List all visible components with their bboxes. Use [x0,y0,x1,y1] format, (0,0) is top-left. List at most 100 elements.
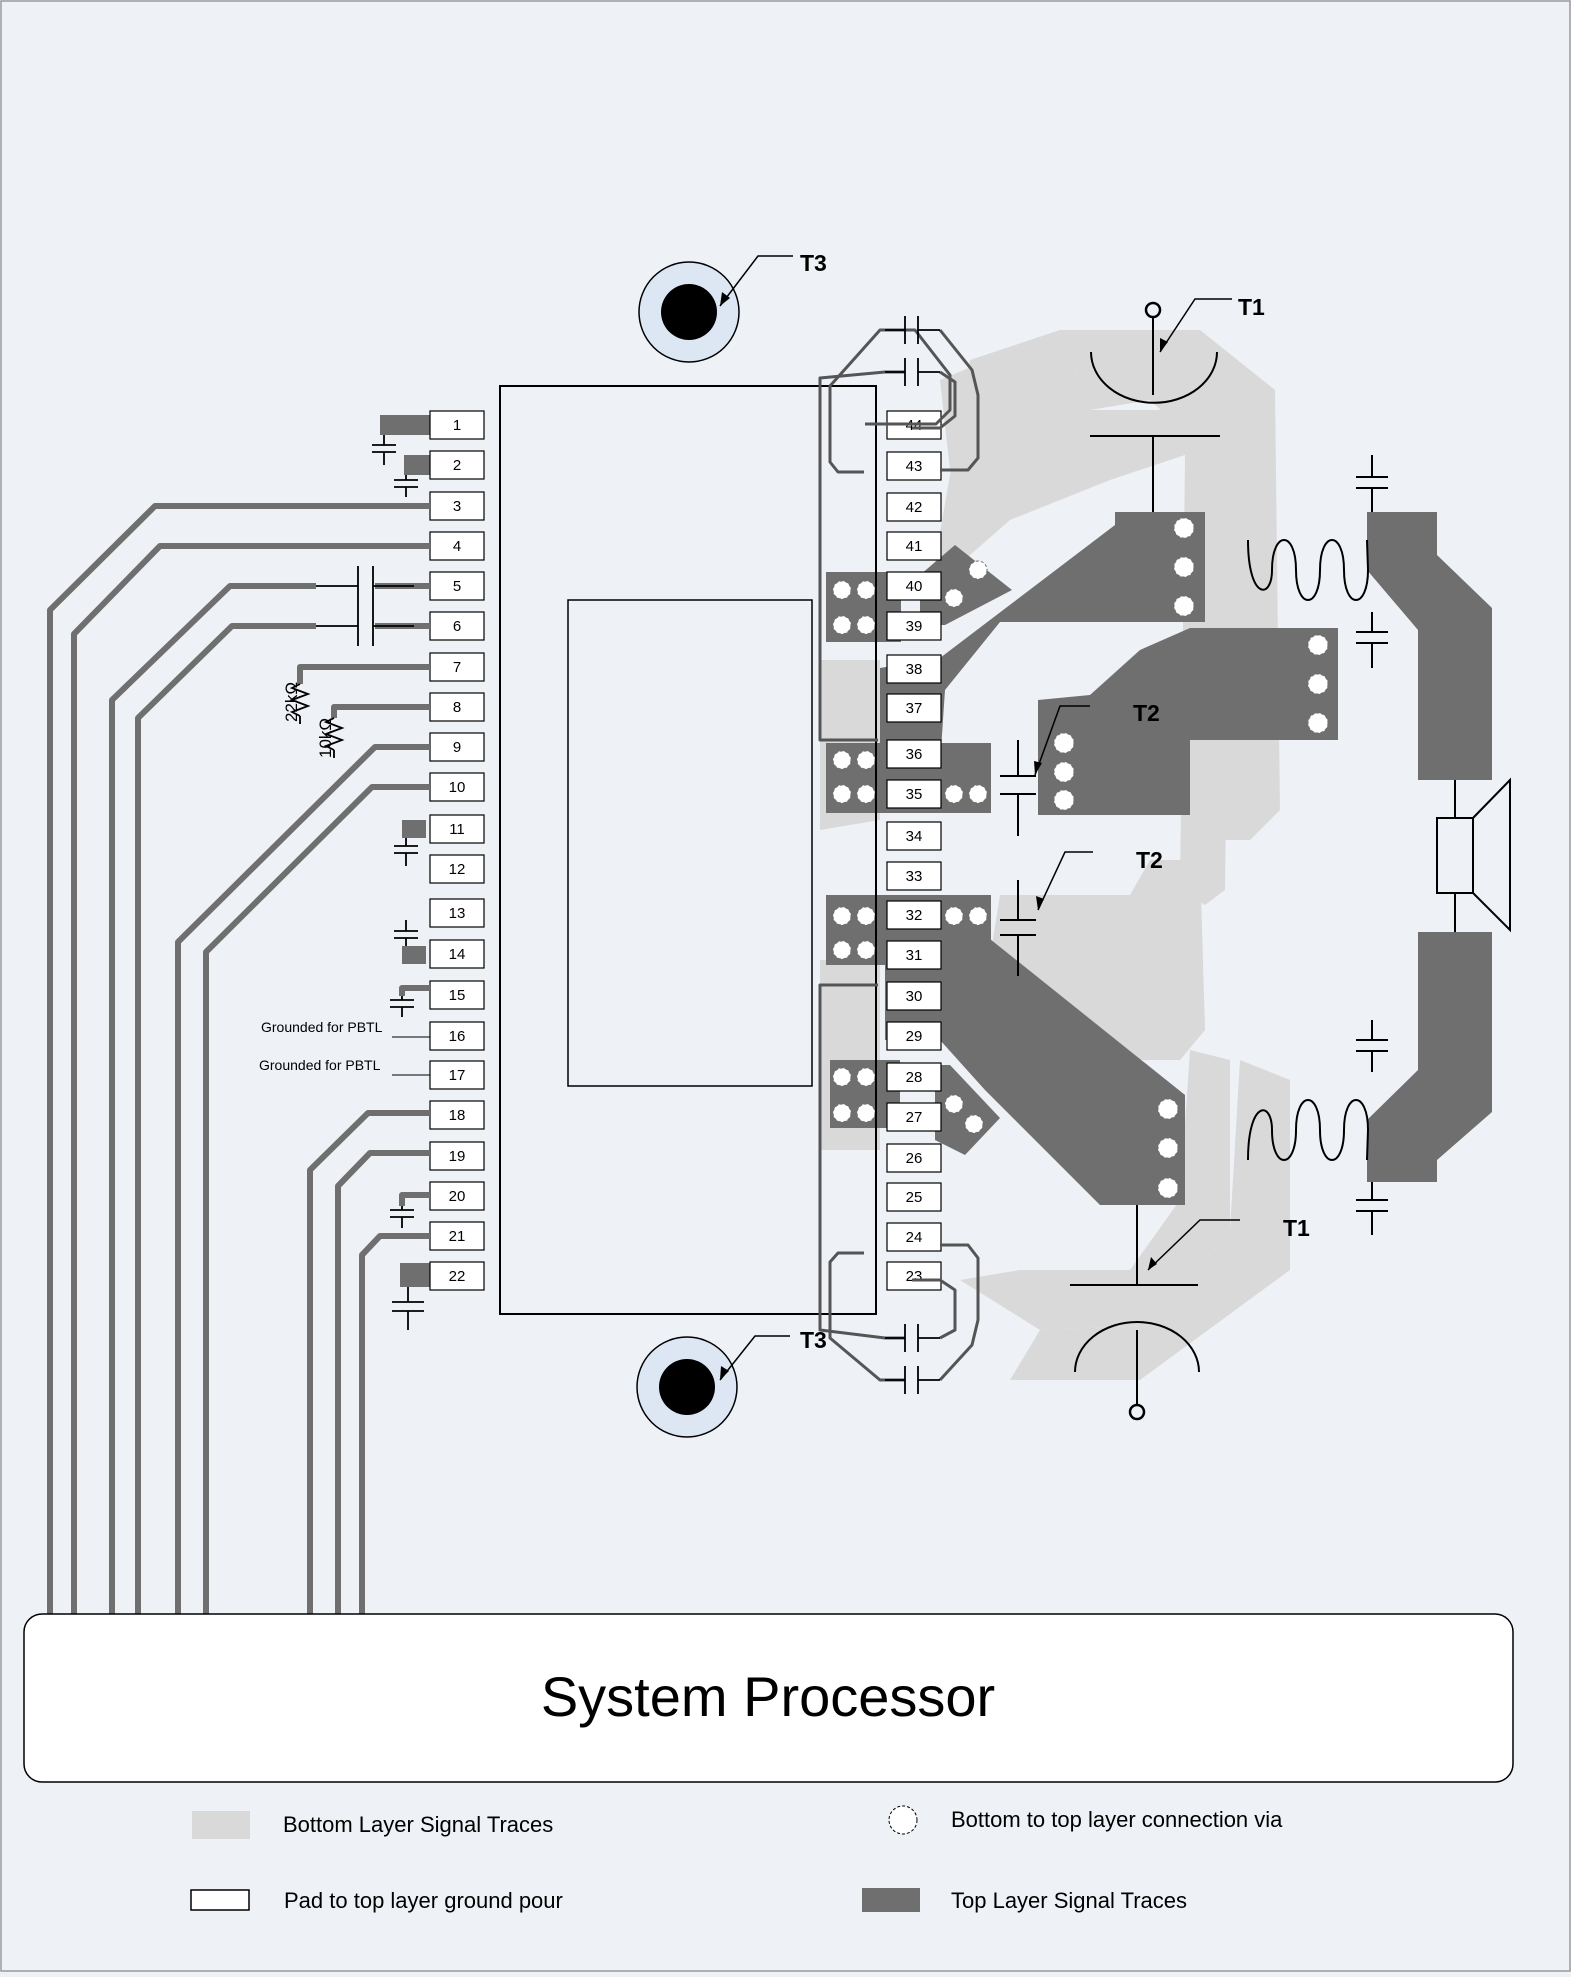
power-components [1000,301,1511,1421]
top-trace-right-lower [1367,932,1492,1182]
trace-pin3 [47,503,430,1614]
left-pin-label: 20 [449,1188,466,1205]
top-trace-upper-diagonal [880,512,1205,765]
left-pin-pad [429,652,485,682]
top-trace-pin22 [400,1263,430,1287]
trace-pin6 [135,623,316,1614]
via [1173,517,1195,539]
left-pin-pad [429,898,485,928]
left-pin-pad [429,772,485,802]
right-pin-label: 32 [906,907,923,924]
via [968,560,988,580]
right-pin-label: 33 [906,868,923,885]
output-cap-4 [1356,1182,1388,1235]
ic-package [499,385,877,1315]
left-pin-label: 18 [449,1107,466,1124]
left-pin-label: 8 [453,699,461,716]
left-pin-label: 1 [453,417,461,434]
trace-pin7 [297,664,430,684]
legend-via: Bottom to top layer connection via [951,1807,1283,1832]
right-pin-pad [886,861,942,891]
via [856,1103,876,1123]
left-pin-label: 12 [449,861,466,878]
left-pin-label: 5 [453,578,461,595]
right-pin-pad [886,821,942,851]
top-trace-right-upper [1367,512,1492,780]
output-cap-3 [1356,1020,1388,1072]
right-pin-label: 42 [906,499,923,516]
via [832,940,852,960]
right-pin-label: 34 [906,828,923,845]
t2-cap-lower [1000,880,1036,976]
via [968,906,988,926]
left-pin-label: 21 [449,1228,466,1245]
top-trace-lower-diagonal [885,935,1185,1205]
mounting-hole-bottom [636,1336,738,1438]
callout-leaders [719,255,1240,1381]
via-group [832,517,1329,1199]
capacitor-pin20 [390,1206,414,1228]
right-pin-pad [886,1182,942,1212]
left-pin-label: 13 [449,905,466,922]
legend-swatch-top-layer [862,1888,920,1912]
right-pin-label: 40 [906,578,923,595]
via [1053,732,1075,754]
right-pin-label: 29 [906,1028,923,1045]
trace-pin20 [399,1192,430,1206]
right-pin-pad [886,531,942,561]
trace-pin18 [307,1110,430,1614]
legend: Bottom Layer Signal Traces Bottom to top… [190,1805,1283,1913]
via [1053,789,1075,811]
via [856,615,876,635]
top-pad-block-40-side [920,545,1012,625]
right-pin-pad [886,492,942,522]
right-pin-label: 43 [906,458,923,475]
via [856,784,876,804]
right-pin-pad [886,940,942,970]
left-pin-pad [429,1221,485,1251]
via [944,1094,964,1114]
right-pin-pad [886,1143,942,1173]
boot-cap-top-2 [885,358,940,386]
capacitor-pin2 [394,475,418,497]
top-trace-pin14 [402,946,426,964]
via [1157,1098,1179,1120]
left-pin-label: 22 [449,1268,466,1285]
via [832,1067,852,1087]
boot-trace-top-right2 [912,370,957,430]
left-pin-label: 16 [449,1028,466,1045]
right-pin-label: 38 [906,661,923,678]
right-pin-label: 35 [906,786,923,803]
ic-thermal-pad [567,599,813,1087]
t1-cap-bottom [1070,1205,1200,1421]
right-pin-pad [886,451,942,481]
via [832,1103,852,1123]
right-pin-label: 24 [906,1229,923,1246]
right-pin-pad [886,611,942,641]
left-pin-label: 14 [449,946,466,963]
callout-t1-top: T1 [1238,294,1265,320]
callout-t1-bottom: T1 [1283,1215,1310,1241]
left-pin-label: 10 [449,779,466,796]
capacitor-pin15 [390,996,414,1017]
trace-pin15 [399,985,430,996]
boot-cap-bot-1 [885,1324,940,1352]
inductor-upper [1247,539,1370,601]
top-pad-block-27-side [935,1065,1000,1155]
ic-body [499,385,877,1315]
legend-top-layer: Top Layer Signal Traces [951,1888,1187,1913]
via [832,580,852,600]
boot-trace-top-inner [865,328,952,426]
bottom-trace-lower-band [1010,1060,1290,1380]
boot-trace-bot-right2 [912,1278,957,1340]
trace-pin8 [331,704,430,718]
boot-trace-bot-outer [828,1251,905,1382]
legend-swatch-bottom-layer [192,1811,250,1839]
boot-trace-bot-right [938,1243,980,1382]
trace-pin9 [175,744,430,1614]
top-trace-pin11 [402,820,426,838]
left-pin-pad [429,1261,485,1291]
via [832,906,852,926]
via [832,615,852,635]
